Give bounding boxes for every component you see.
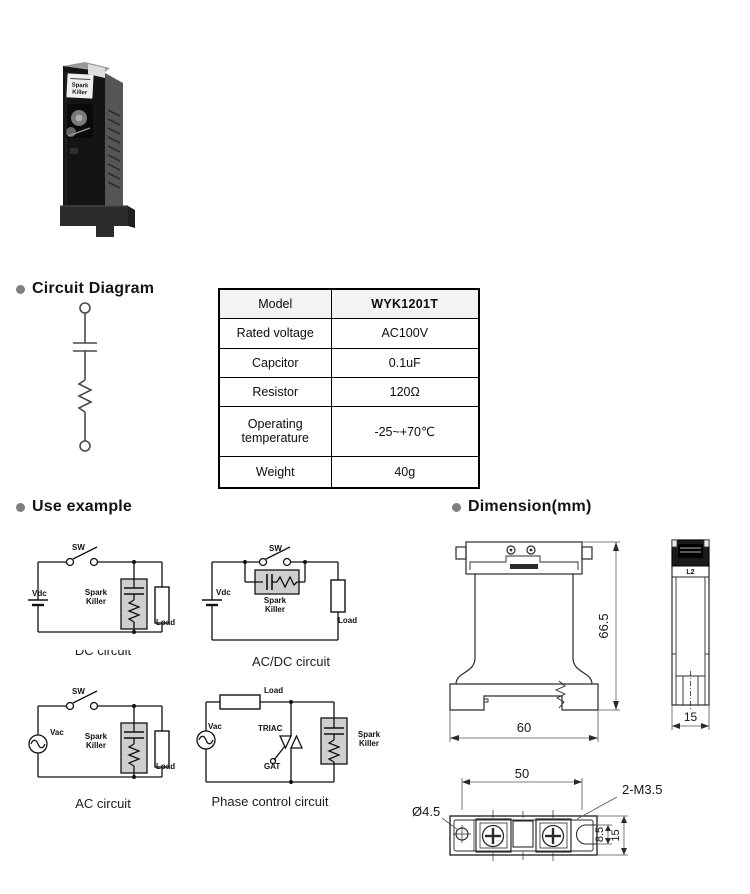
table-row: Resistor 120Ω — [218, 376, 480, 407]
side-marking: L2 — [686, 569, 694, 576]
switch-label: SW — [72, 543, 85, 552]
spec-value: AC100V — [330, 317, 480, 349]
circuit-diagram-heading: Circuit Diagram — [16, 280, 154, 298]
dc-circuit-caption: DC circuit — [74, 650, 132, 658]
product-photo: Spark Killer — [60, 62, 135, 237]
table-row: Weight 40g — [218, 455, 480, 489]
table-row: Model WYK1201T — [218, 288, 480, 319]
use-example-heading: Use example — [16, 498, 132, 516]
gate-label: GAT — [264, 762, 281, 771]
circuit-diagram-title: Circuit Diagram — [32, 280, 155, 297]
product-label-line1: Spark — [72, 83, 90, 90]
hole-callout: Ø4.5 — [412, 804, 440, 819]
bottom-view-drawing: 50 2-M3.5 Ø4.5 8.5 15 — [412, 766, 662, 861]
dimension-heading: Dimension(mm) — [452, 498, 592, 516]
spec-table: Model WYK1201T Rated voltage AC100V Capc… — [218, 288, 480, 489]
side-depth-dim: 15 — [684, 710, 698, 724]
bottom-depth-dim: 15 — [610, 829, 622, 841]
switch-label: SW — [72, 687, 85, 696]
load-label: Load — [156, 618, 176, 627]
spec-value: 0.1uF — [330, 347, 480, 378]
ac-circuit-example: SW Vac Spark Killer Load AC circuit — [18, 676, 188, 822]
load-label: Load — [338, 616, 358, 625]
spec-label: Rated voltage — [218, 317, 332, 349]
phase-control-schematic — [196, 694, 348, 784]
rc-snubber-schematic — [73, 302, 97, 452]
source-label: Vdc — [32, 589, 47, 598]
table-row: Operating temperature -25~+70℃ — [218, 405, 480, 457]
bullet-icon — [16, 502, 25, 512]
spec-label: Weight — [218, 455, 332, 489]
front-height-dim: 66.5 — [596, 613, 611, 638]
acdc-circuit-example: SW Vdc Spark Killer Load AC/DC circuit — [200, 532, 382, 674]
spark-killer-label: Spark Killer — [357, 730, 381, 749]
side-view-drawing: L2 15 — [671, 539, 710, 730]
spec-value: -25~+70℃ — [330, 405, 480, 457]
dc-circuit-example: SW Vdc Spark Killer Load DC circuit — [18, 532, 188, 672]
spec-label: Model — [218, 288, 332, 319]
use-example-title: Use example — [32, 498, 133, 515]
bullet-icon — [16, 284, 25, 294]
source-label: Vac — [50, 728, 64, 737]
ac-circuit-caption: AC circuit — [75, 796, 131, 811]
spec-label: Capcitor — [218, 347, 332, 378]
spec-value: WYK1201T — [330, 288, 480, 319]
triac-label: TRIAC — [258, 724, 283, 733]
dimension-title: Dimension(mm) — [468, 498, 592, 515]
source-label: Vdc — [216, 588, 231, 597]
table-row: Rated voltage AC100V — [218, 317, 480, 349]
switch-label: SW — [269, 544, 282, 553]
bullet-icon — [452, 502, 461, 512]
phase-control-circuit-example: Load Vac TRIAC GAT Spark Killer Phase co… — [194, 672, 394, 822]
load-label: Load — [264, 686, 284, 695]
product-label: Spark Killer — [66, 73, 94, 99]
spec-value: 120Ω — [330, 376, 480, 407]
load-label: Load — [156, 762, 176, 771]
spec-label: Operating temperature — [218, 405, 332, 457]
spark-killer-label: Spark Killer — [84, 588, 108, 607]
ac-circuit-schematic — [28, 690, 170, 779]
spark-killer-label: Spark Killer — [263, 596, 287, 615]
spark-killer-label: Spark Killer — [84, 732, 108, 751]
acdc-circuit-schematic — [202, 546, 346, 641]
spec-value: 40g — [330, 455, 480, 489]
bottom-pitch-dim: 50 — [515, 766, 529, 781]
acdc-circuit-caption: AC/DC circuit — [251, 654, 330, 669]
phase-circuit-caption: Phase control circuit — [211, 794, 329, 809]
thread-callout: 2-M3.5 — [622, 782, 662, 797]
spec-label: Resistor — [218, 376, 332, 407]
product-label-line2: Killer — [72, 90, 88, 97]
source-label: Vac — [208, 722, 222, 731]
vent-lines — [107, 109, 121, 189]
front-view-drawing: 66.5 60 — [449, 541, 620, 742]
front-width-dim: 60 — [517, 720, 531, 735]
slot-height-dim: 8.5 — [594, 827, 606, 842]
dc-circuit-schematic — [28, 546, 170, 634]
table-row: Capcitor 0.1uF — [218, 347, 480, 378]
